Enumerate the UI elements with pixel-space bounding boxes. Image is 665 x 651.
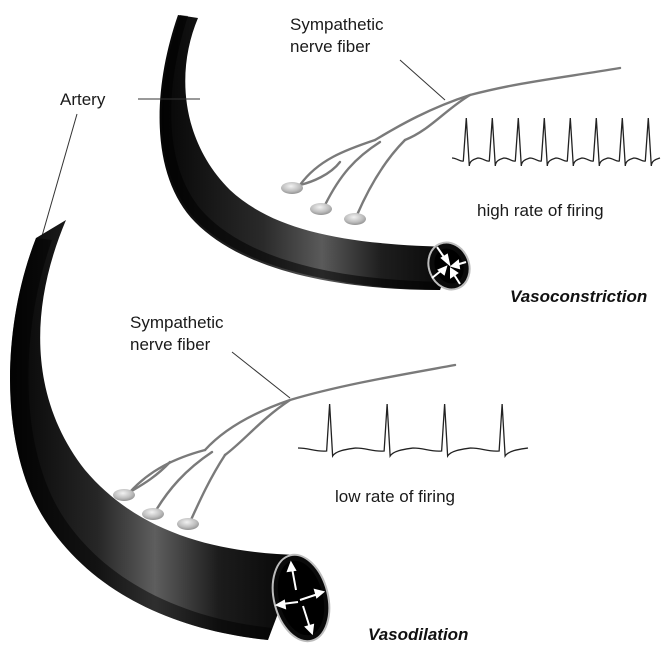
artery-label: Artery (60, 90, 106, 109)
bottom-artery (10, 220, 300, 640)
bottom-nerve-label-line2: nerve fiber (130, 335, 211, 354)
top-nerve-terminals (281, 182, 366, 225)
high-firing-trace (452, 118, 660, 166)
vasoconstriction-label: Vasoconstriction (510, 287, 647, 306)
bottom-firing-label: low rate of firing (335, 487, 455, 506)
bottom-nerve-label-line1: Sympathetic (130, 313, 224, 332)
low-firing-trace (298, 404, 528, 456)
top-firing-label: high rate of firing (477, 201, 604, 220)
top-panel: Sympathetic nerve fiber high rate of fir… (160, 15, 660, 306)
top-nerve-leader (400, 60, 445, 100)
bottom-nerve-leader (232, 352, 290, 398)
top-artery (160, 15, 455, 290)
top-nerve-label-line1: Sympathetic (290, 15, 384, 34)
top-nerve-label-line2: nerve fiber (290, 37, 371, 56)
vasodilation-label: Vasodilation (368, 625, 468, 644)
